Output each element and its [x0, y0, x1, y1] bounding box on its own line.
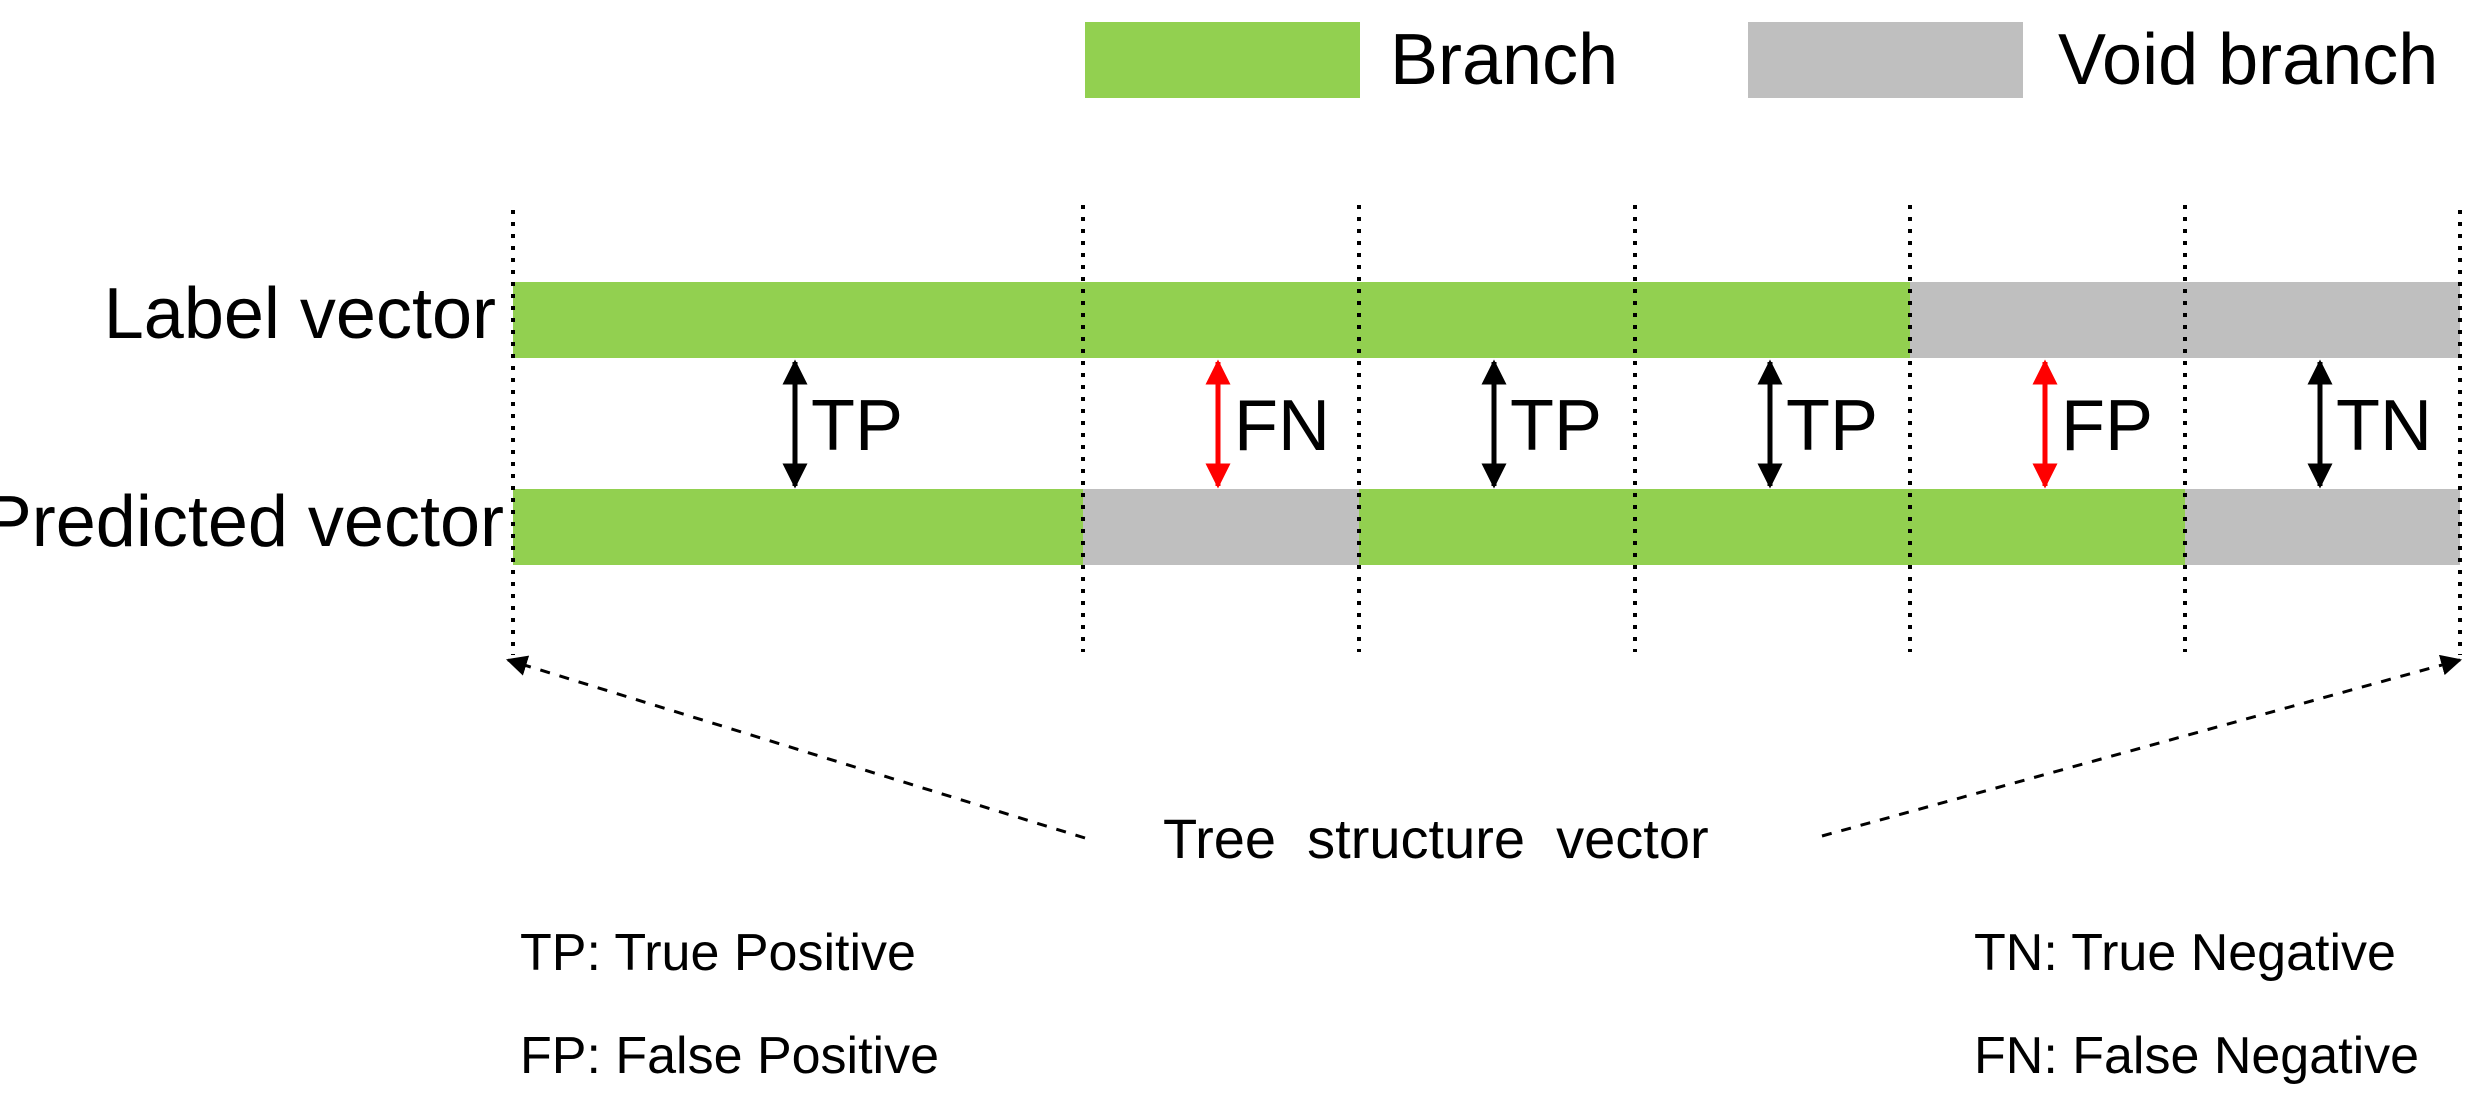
- label-vector-row-label: Label vector: [104, 274, 496, 354]
- predicted-vector-row-label: Predicted vector: [0, 482, 504, 562]
- definition-fn: FN: False Negative: [1974, 1027, 2419, 1085]
- tree-structure-vector-label: Tree structure vector: [1163, 807, 1709, 870]
- comparison-arrows: TP FN TP TP FP TN: [782, 359, 2432, 489]
- label-vector-bar: [513, 282, 2460, 358]
- legend-void-swatch: [1748, 22, 2023, 98]
- segment-2-result-label: FN: [1234, 386, 1330, 466]
- label-segment-4: [1635, 282, 1910, 358]
- definition-tn: TN: True Negative: [1974, 924, 2396, 982]
- definition-fp: FP: False Positive: [520, 1027, 939, 1085]
- tree-vector-right-arrow: [1821, 654, 2463, 838]
- predicted-segment-4: [1635, 489, 1910, 565]
- legend-void-label: Void branch: [2058, 20, 2438, 100]
- legend-branch-swatch: [1085, 22, 1360, 98]
- legend-branch-label: Branch: [1390, 20, 1618, 100]
- predicted-segment-5: [1910, 489, 2185, 565]
- predicted-segment-3: [1359, 489, 1635, 565]
- tree-vector-left-arrow: [505, 655, 1086, 840]
- predicted-vector-bar: [513, 489, 2460, 565]
- label-segment-1: [513, 282, 1083, 358]
- definition-tp: TP: True Positive: [520, 924, 916, 982]
- label-segment-6: [2185, 282, 2460, 358]
- predicted-segment-6: [2185, 489, 2460, 565]
- label-segment-5: [1910, 282, 2185, 358]
- label-segment-3: [1359, 282, 1635, 358]
- segment-1-result-label: TP: [811, 386, 903, 466]
- label-segment-2: [1083, 282, 1359, 358]
- segment-separators: [511, 205, 2462, 655]
- segment-6-result-label: TN: [2336, 386, 2432, 466]
- predicted-segment-2: [1083, 489, 1359, 565]
- segment-4-result-label: TP: [1786, 386, 1878, 466]
- segment-3-result-label: TP: [1510, 386, 1602, 466]
- segment-5-result-label: FP: [2061, 386, 2153, 466]
- predicted-segment-1: [513, 489, 1083, 565]
